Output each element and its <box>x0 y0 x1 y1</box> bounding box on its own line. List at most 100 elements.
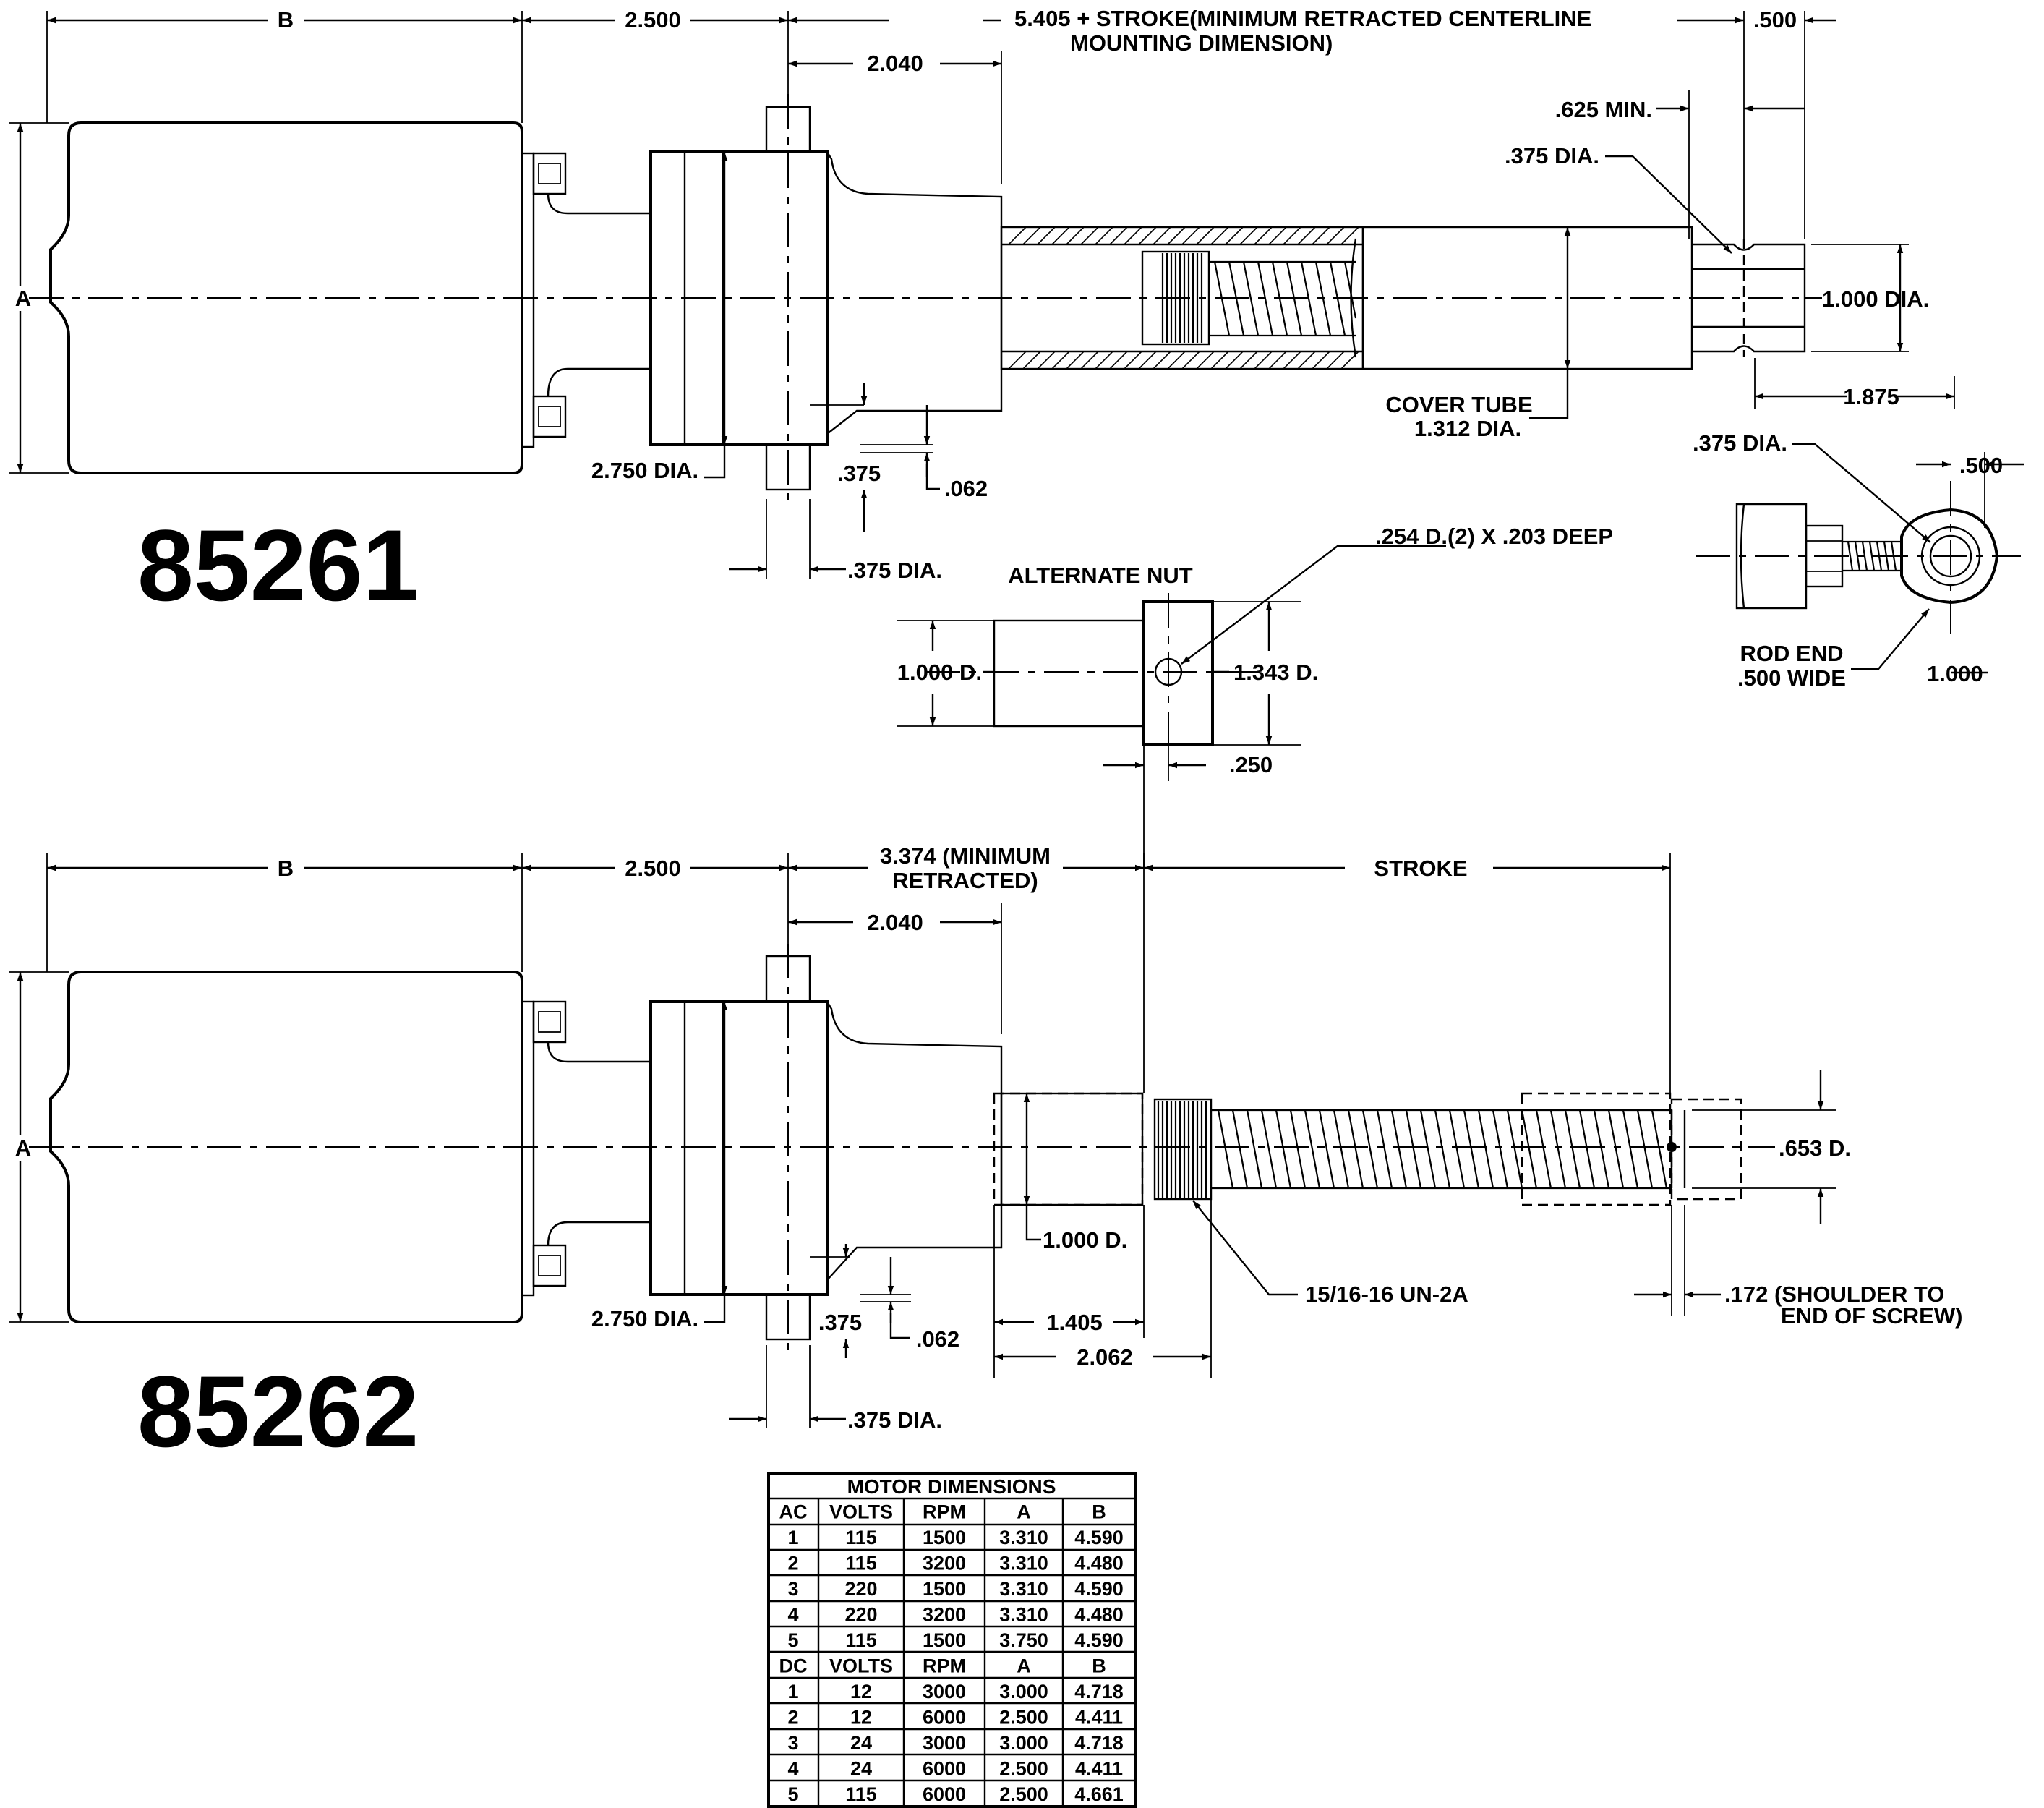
bottom-dim-3374-line2: RETRACTED) <box>892 868 1038 893</box>
model-number-85262: 85262 <box>137 1355 419 1468</box>
table-cell: 3.310 <box>999 1604 1048 1626</box>
table-cell: 2.500 <box>999 1783 1048 1805</box>
top-bolt-lower <box>532 395 567 438</box>
table-title: MOTOR DIMENSIONS <box>847 1475 1056 1498</box>
top-dim-062: .062 <box>944 476 988 501</box>
table-cell: 3 <box>787 1578 798 1600</box>
bottom-dim-3374-line1: 3.374 (MINIMUM <box>880 843 1051 869</box>
table-header-cell: A <box>1017 1655 1031 1677</box>
bottom-dim-2500: 2.500 <box>625 856 681 881</box>
table-cell: 5 <box>787 1629 798 1651</box>
table-header-cell: B <box>1092 1655 1106 1677</box>
table-cell: 4.480 <box>1074 1604 1124 1626</box>
table-cell: 3000 <box>923 1732 966 1754</box>
bottom-dim-062: .062 <box>916 1326 959 1352</box>
table-cell: 3.310 <box>999 1578 1048 1600</box>
table-cell: 5 <box>787 1783 798 1805</box>
table-header-cell: DC <box>779 1655 808 1677</box>
alt-nut-dim-250: .250 <box>1229 752 1273 777</box>
top-gearbox <box>649 150 829 446</box>
table-cell: 4 <box>787 1604 798 1626</box>
table-cell: 115 <box>845 1527 877 1548</box>
bottom-nut <box>1153 1098 1213 1201</box>
table-cell: 2 <box>787 1707 798 1728</box>
alt-nut-dim-1000-d: 1.000 D. <box>897 660 982 685</box>
table-cell: 24 <box>850 1758 872 1780</box>
bottom-dim-stroke: STROKE <box>1374 856 1467 881</box>
table-cell: 1 <box>787 1527 798 1548</box>
table-cell: 6000 <box>923 1758 966 1780</box>
rod-end-label-line1: ROD END <box>1740 641 1844 666</box>
bottom-dim-172-line1: .172 (SHOULDER TO <box>1724 1282 1944 1307</box>
rod-end-detail: .375 DIA. .500 ROD END .500 WIDE 1.000 <box>1693 430 2024 691</box>
bottom-dim-375-dia-shaft: .375 DIA. <box>847 1407 942 1433</box>
alt-nut-title: ALTERNATE NUT <box>1008 563 1192 588</box>
table-cell: 4.718 <box>1074 1681 1124 1702</box>
bottom-dim-1405: 1.405 <box>1046 1310 1103 1335</box>
table-cell: 24 <box>850 1732 872 1754</box>
table-cell: 4.661 <box>1074 1783 1124 1805</box>
top-cover-hatch-lower <box>1008 351 1359 370</box>
table-cell: 3 <box>787 1732 798 1754</box>
table-header-cell: AC <box>779 1501 808 1523</box>
model-number-85261: 85261 <box>137 508 419 622</box>
table-cell: 3.310 <box>999 1553 1048 1574</box>
top-dim-2040: 2.040 <box>867 51 923 76</box>
table-header-cell: VOLTS <box>829 1655 893 1677</box>
table-cell: 12 <box>850 1707 872 1728</box>
rod-end-label-line2: .500 WIDE <box>1737 665 1846 691</box>
table-header-cell: A <box>1017 1501 1031 1523</box>
bottom-dim-2750-dia: 2.750 DIA. <box>591 1306 698 1331</box>
bottom-dim-2040: 2.040 <box>867 910 923 935</box>
top-dim-375-dia-pin: .375 DIA. <box>1505 143 1599 169</box>
top-housing <box>826 151 1003 435</box>
rod-end-dim-1000: 1.000 <box>1927 661 1983 686</box>
top-dim-a: A <box>15 286 31 311</box>
table-header-cell: RPM <box>923 1655 966 1677</box>
table-row: 3 24 3000 3.000 4.718 <box>787 1732 1123 1754</box>
table-cell: 2 <box>787 1553 798 1574</box>
table-cell: 4 <box>787 1758 798 1780</box>
rod-end-bore <box>1929 534 1972 578</box>
bottom-bearing <box>1000 1092 1144 1206</box>
table-cell: 1500 <box>923 1527 966 1548</box>
top-dim-375: .375 <box>837 461 881 486</box>
bottom-bolt-lower <box>532 1244 567 1287</box>
top-dim-1875: 1.875 <box>1843 384 1899 409</box>
table-header-cell: VOLTS <box>829 1501 893 1523</box>
table-cell: 4.590 <box>1074 1629 1124 1651</box>
table-header-cell: B <box>1092 1501 1106 1523</box>
bottom-dim-172-line2: END OF SCREW) <box>1781 1303 1962 1329</box>
table-row-rules <box>769 1523 1135 1782</box>
table-cell: 220 <box>844 1578 877 1600</box>
alt-nut-hole-note: .254 D.(2) X .203 DEEP <box>1375 524 1613 549</box>
bottom-dim-a: A <box>15 1135 31 1161</box>
table-cell: 3.750 <box>999 1629 1048 1651</box>
alt-nut-dim-1343-d: 1.343 D. <box>1233 660 1318 685</box>
table-cell: 115 <box>845 1629 877 1651</box>
top-cover-tube-line1: COVER TUBE <box>1385 392 1532 417</box>
top-dim-375-dia-shaft: .375 DIA. <box>847 558 942 583</box>
top-dim-stroke-line1: 5.405 + STROKE(MINIMUM RETRACTED CENTERL… <box>1014 6 1591 31</box>
table-cell: 3.000 <box>999 1732 1048 1754</box>
table-cell: 4.718 <box>1074 1732 1124 1754</box>
top-dim-2750-dia: 2.750 DIA. <box>591 458 698 483</box>
table-cell: 4.411 <box>1075 1707 1123 1728</box>
top-dim-b: B <box>278 7 294 33</box>
bottom-view-85262: B 2.500 3.374 (MINIMUM RETRACTED) STROKE… <box>9 843 1962 1468</box>
table-cell: 6000 <box>923 1783 966 1805</box>
top-bolt-plate <box>521 152 535 448</box>
table-cell: 1 <box>787 1681 798 1702</box>
bottom-dim-653-d: .653 D. <box>1779 1135 1851 1161</box>
bottom-dim-b: B <box>278 856 294 881</box>
bottom-gearbox <box>649 1000 829 1296</box>
top-bolt-upper <box>532 152 567 195</box>
table-cell: 3000 <box>923 1681 966 1702</box>
alternate-nut-detail: ALTERNATE NUT .254 D.(2) X .203 DEEP 1.0… <box>897 524 1613 868</box>
table-cell: 3.000 <box>999 1681 1048 1702</box>
